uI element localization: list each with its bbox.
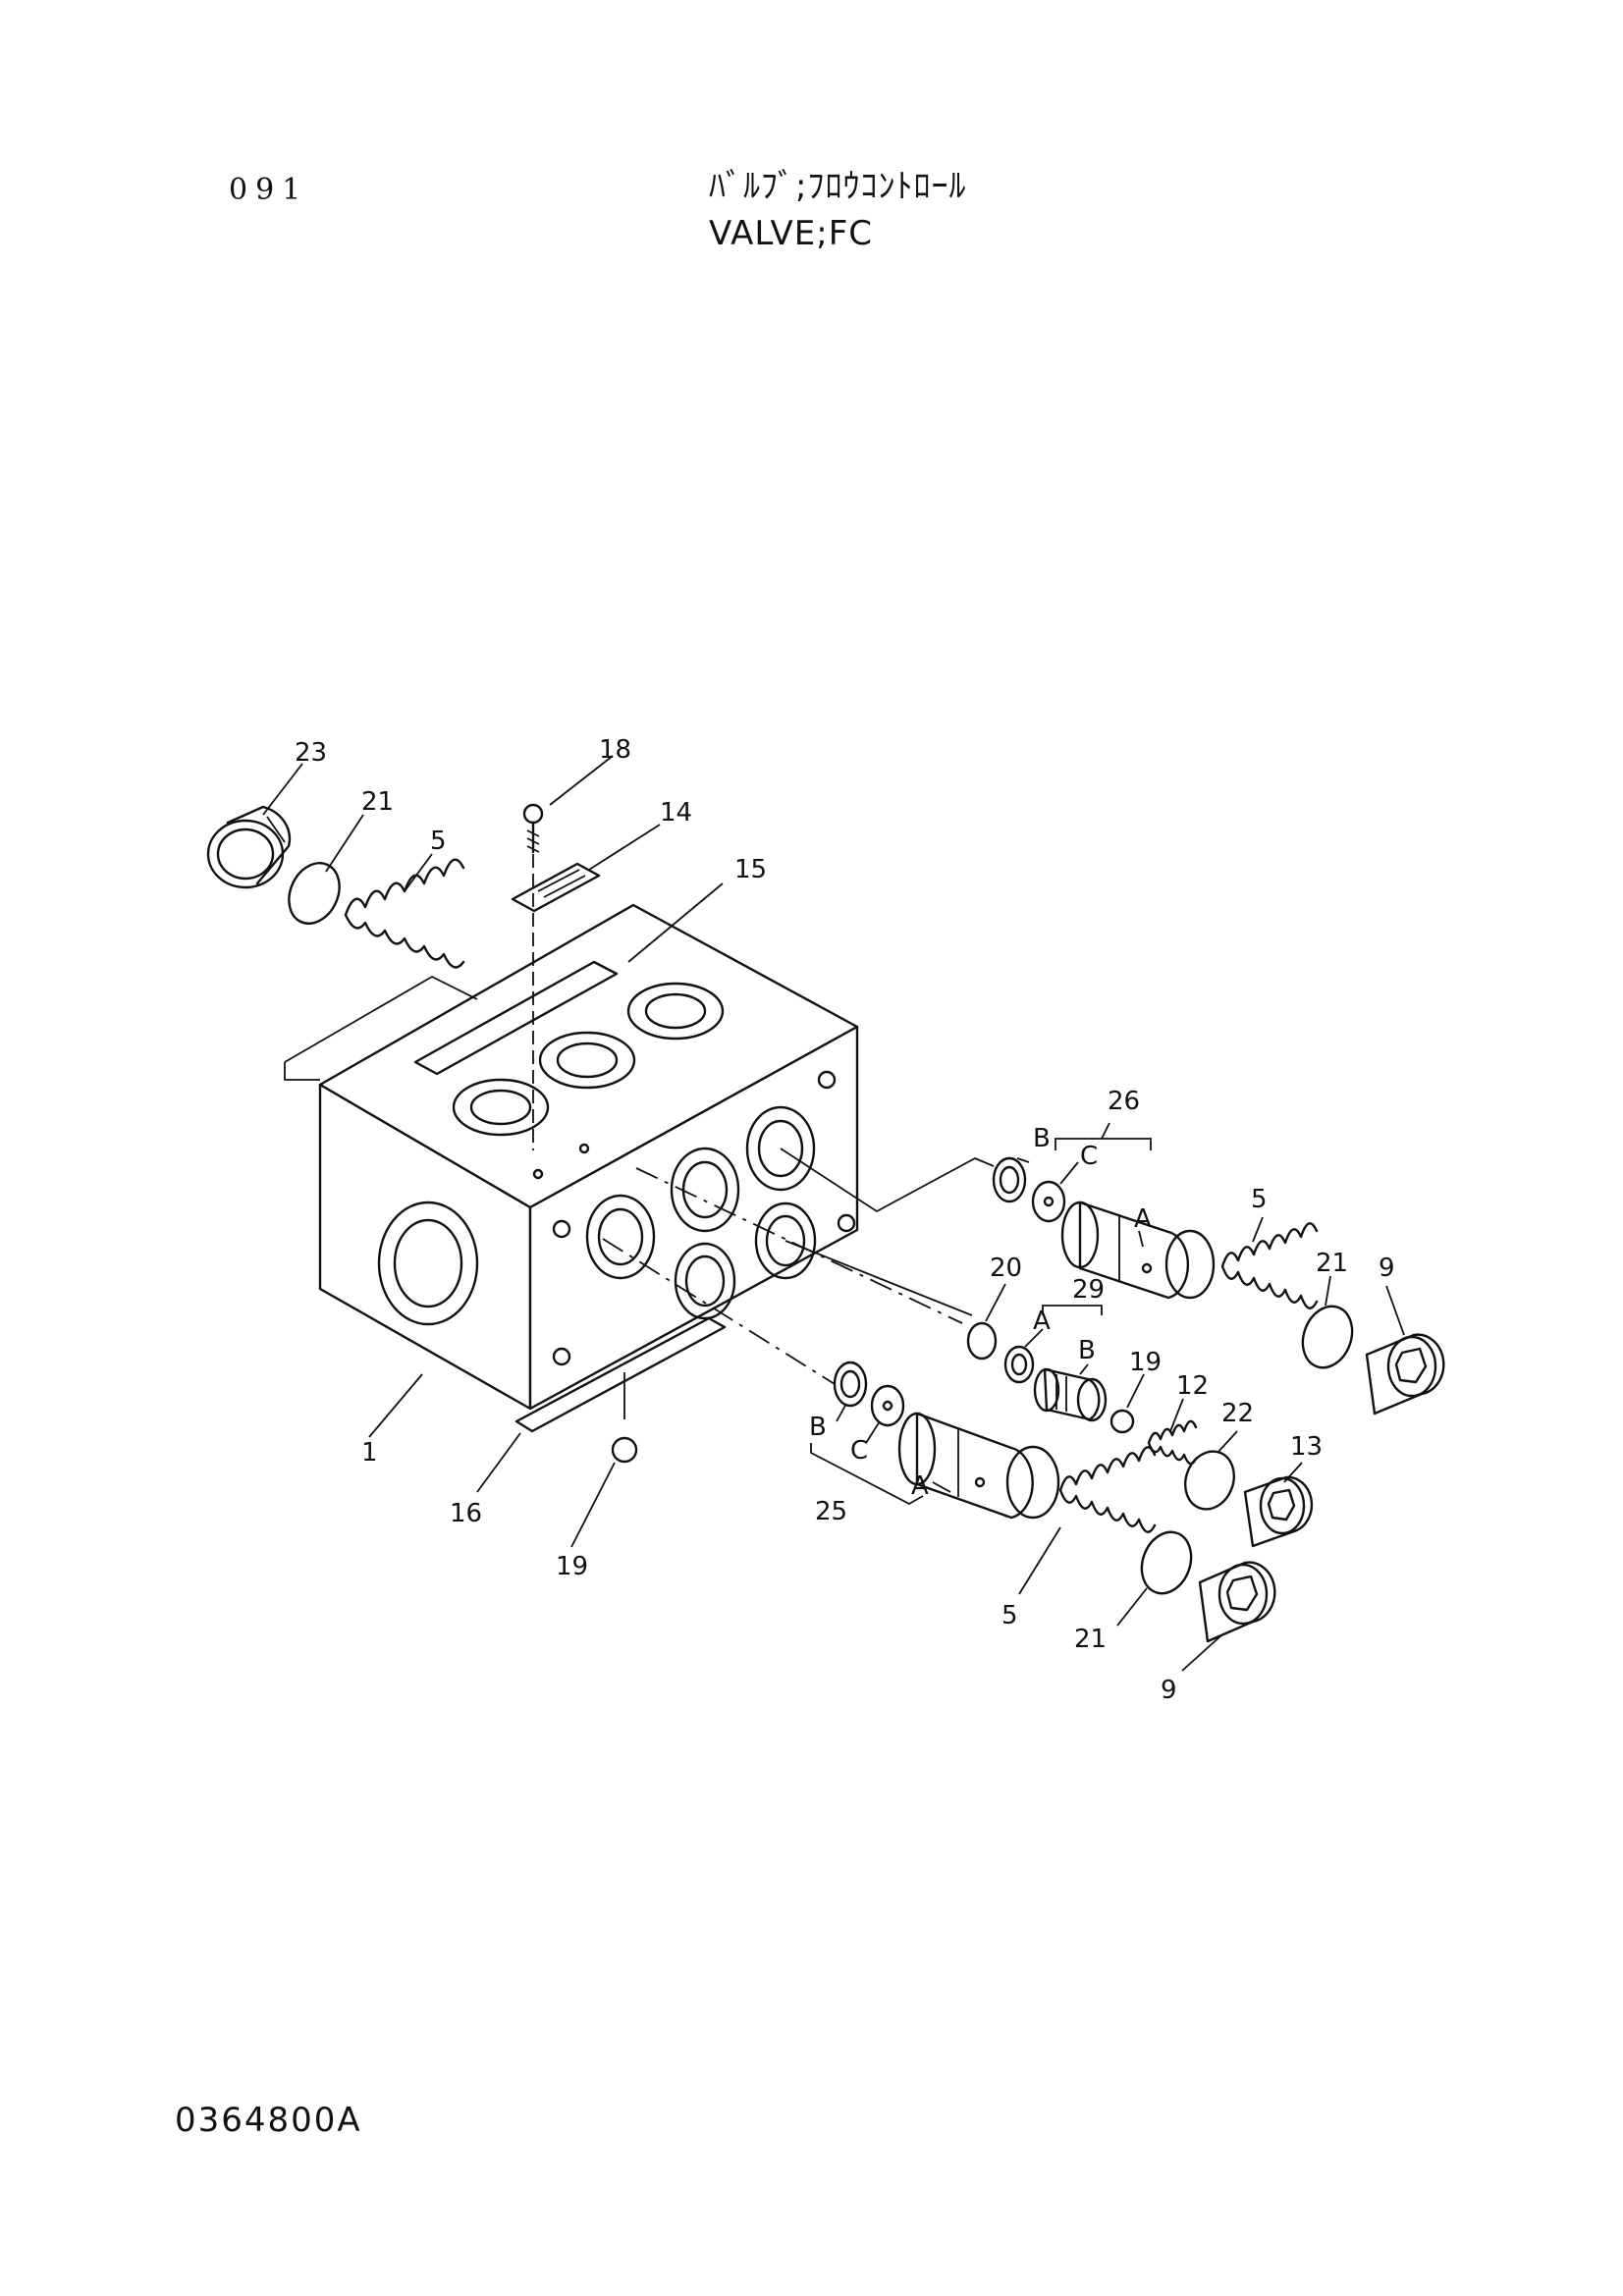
label-26-a: A — [1134, 1204, 1152, 1234]
label-25-c: C — [850, 1436, 868, 1466]
callout-19-bottom: 19 — [556, 1552, 588, 1581]
callout-5-lower: 5 — [1001, 1601, 1018, 1630]
callout-12: 12 — [1176, 1371, 1209, 1401]
callout-15: 15 — [734, 855, 767, 884]
callout-5-upper: 5 — [1251, 1185, 1268, 1214]
callout-5-left: 5 — [430, 827, 447, 856]
drawing-number: 0364800A — [175, 2101, 362, 2140]
lower-spool-group — [602, 1238, 1276, 1643]
callout-14: 14 — [660, 798, 692, 828]
callout-16: 16 — [450, 1499, 482, 1528]
callout-18: 18 — [599, 735, 631, 765]
callout-22: 22 — [1221, 1399, 1254, 1428]
upper-spool-group — [780, 1148, 1445, 1415]
callout-29: 29 — [1072, 1275, 1105, 1305]
label-26-b: B — [1033, 1124, 1051, 1153]
callout-9-upper: 9 — [1379, 1254, 1395, 1283]
callout-9-lower: 9 — [1161, 1676, 1177, 1705]
label-26-c: C — [1080, 1142, 1098, 1171]
leader-lines — [262, 755, 1405, 1672]
left-end-parts — [206, 805, 465, 969]
callout-26: 26 — [1108, 1087, 1140, 1116]
title-english: VALVE;FC — [709, 214, 874, 253]
callout-20: 20 — [990, 1254, 1022, 1283]
callout-25: 25 — [815, 1497, 847, 1526]
label-29-a: A — [1033, 1307, 1051, 1336]
callout-21-left: 21 — [361, 787, 394, 817]
middle-check-group — [635, 1167, 1314, 1548]
callout-13: 13 — [1290, 1432, 1323, 1462]
valve-body — [284, 903, 859, 1411]
callout-labels: 23 21 5 18 14 15 1 16 19 26 B C A 5 21 9… — [295, 735, 1395, 1705]
callout-23: 23 — [295, 738, 327, 768]
label-29-b: B — [1078, 1336, 1096, 1365]
callout-1: 1 — [361, 1438, 378, 1468]
label-25-a: A — [911, 1471, 929, 1501]
title-japanese: ﾊﾞﾙﾌﾞ;ﾌﾛｳｺﾝﾄﾛｰﾙ — [709, 167, 967, 206]
bottom-plate — [514, 1316, 727, 1464]
page-number: 091 — [229, 173, 309, 207]
nameplate-and-screw — [511, 803, 601, 1150]
callout-21-lower: 21 — [1074, 1625, 1107, 1654]
callout-19-middle: 19 — [1129, 1348, 1162, 1377]
callout-21-upper: 21 — [1316, 1249, 1348, 1278]
label-25-b: B — [809, 1413, 827, 1442]
